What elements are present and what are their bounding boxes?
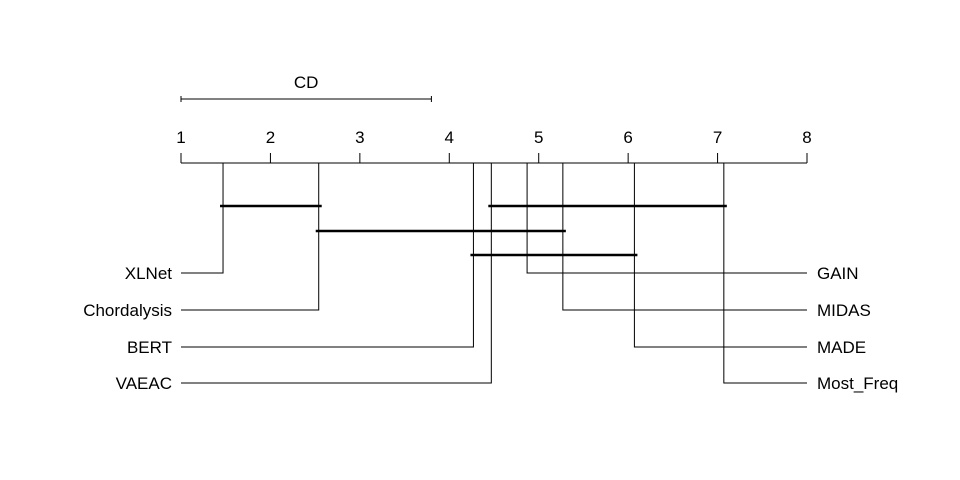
method-label: GAIN xyxy=(817,264,859,283)
method-label: Chordalysis xyxy=(83,301,172,320)
method-connector xyxy=(181,163,224,274)
method-connector xyxy=(181,163,492,384)
method-connector xyxy=(723,163,807,384)
clique-bars xyxy=(220,204,727,257)
method-label: VAEAC xyxy=(116,374,172,393)
method-label: MIDAS xyxy=(817,301,871,320)
axis-tick-label: 5 xyxy=(534,128,543,147)
method-connector xyxy=(181,163,320,311)
method-label: Most_Freq xyxy=(817,374,898,393)
axis-tick-label: 4 xyxy=(445,128,454,147)
method-label: MADE xyxy=(817,338,866,357)
axis-tick-label: 6 xyxy=(623,128,632,147)
method-connector xyxy=(181,163,474,348)
cd-label: CD xyxy=(294,73,319,92)
axis-tick-label: 3 xyxy=(355,128,364,147)
method-label: XLNet xyxy=(125,264,173,283)
method-connector xyxy=(633,163,807,348)
axis-tick-label: 7 xyxy=(713,128,722,147)
method-connector xyxy=(526,163,807,274)
critical-difference-bar xyxy=(180,96,432,102)
axis-tick-label: 2 xyxy=(266,128,275,147)
rank-axis: 1 2 3 4 5 6 7 8 xyxy=(176,128,812,164)
method-connector xyxy=(562,163,807,311)
method-label: BERT xyxy=(127,338,172,357)
axis-tick-label: 8 xyxy=(802,128,811,147)
axis-tick-label: 1 xyxy=(176,128,185,147)
